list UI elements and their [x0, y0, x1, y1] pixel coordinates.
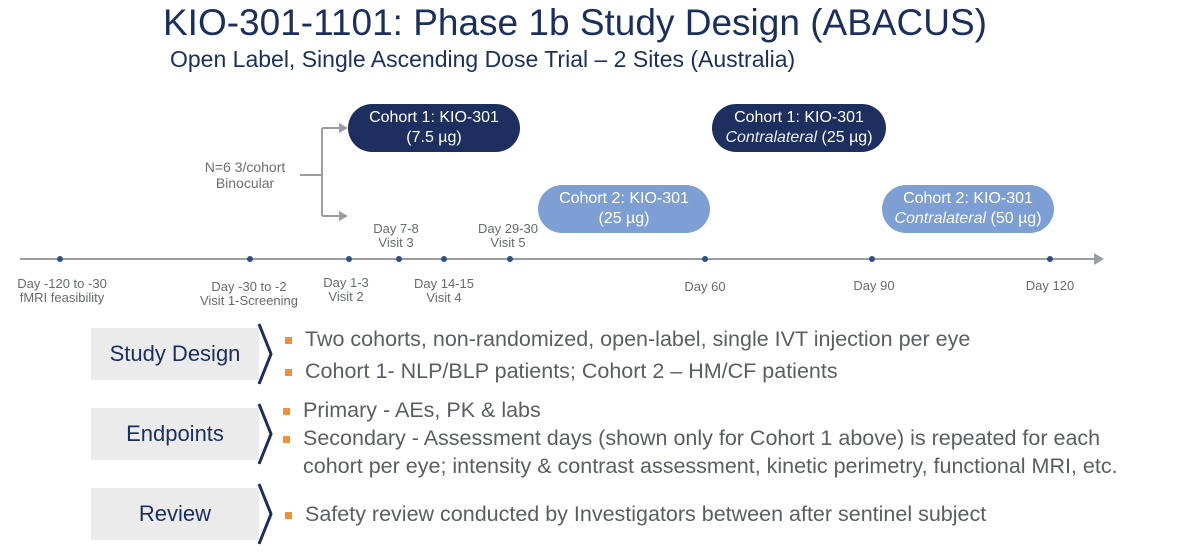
timeline-dot — [346, 256, 352, 262]
timeline-dot — [1047, 256, 1053, 262]
bullet-item: Primary - AEs, PK & labs — [283, 397, 1118, 424]
study-design-bullets: Two cohorts, non-randomized, open-label,… — [285, 326, 970, 385]
label-line-1: Day -120 to -30 — [17, 276, 107, 291]
cohort-2-contralateral-pill: Cohort 2: KIO-301 Contralateral (50 µg) — [882, 185, 1054, 233]
cohort-1-pill: Cohort 1: KIO-301 (7.5 µg) — [348, 104, 520, 152]
bullet-text: Cohort 1- NLP/BLP patients; Cohort 2 – H… — [305, 359, 838, 383]
bracket-arrowhead-bottom — [339, 211, 348, 221]
timeline-label-day-120: Day 120 — [1025, 278, 1075, 293]
bullet-continuation: cohort per eye; intensity & contrast ass… — [283, 453, 1118, 480]
label-line-1: Day 7-8 — [373, 221, 419, 236]
label-line-2: Visit 5 — [490, 235, 526, 250]
timeline-dot — [247, 256, 253, 262]
bullet-text: Secondary - Assessment days (shown only … — [303, 426, 1101, 450]
bracket-arrowhead-top — [339, 123, 348, 133]
timeline-label-visit-5: Day 29-30 Visit 5 — [478, 222, 538, 250]
square-bullet-icon — [283, 408, 290, 415]
study-design-label: Study Design — [91, 328, 259, 380]
bullet-item: Cohort 1- NLP/BLP patients; Cohort 2 – H… — [285, 358, 970, 385]
timeline-label-visit-3: Day 7-8 Visit 3 — [373, 222, 419, 250]
chevron-right-icon — [257, 483, 273, 545]
timeline-label-visit-2: Day 1-3 Visit 2 — [323, 276, 369, 304]
review-label: Review — [91, 488, 259, 540]
label-line-1: Day 14-15 — [414, 276, 474, 291]
dose-value: (50 µg) — [986, 210, 1042, 227]
timeline-label-day-minus-120: Day -120 to -30 fMRI feasibility — [17, 277, 107, 305]
square-bullet-icon — [283, 436, 290, 443]
cohort-1-contralateral-name: Cohort 1: KIO-301 — [734, 109, 864, 126]
cohort-2-contralateral-dose: Contralateral (50 µg) — [882, 209, 1054, 229]
bullet-text: Safety review conducted by Investigators… — [305, 502, 987, 526]
label-line-1: Day 29-30 — [478, 221, 538, 236]
label-line-1: Day -30 to -2 — [211, 279, 287, 294]
timeline-arrowhead — [1094, 253, 1104, 265]
enrollment-label: N=6 3/cohort Binocular — [190, 159, 300, 191]
square-bullet-icon — [285, 337, 292, 344]
timeline-label-screening: Day -30 to -2 Visit 1-Screening — [200, 280, 298, 308]
page-title: KIO-301-1101: Phase 1b Study Design (ABA… — [162, 2, 987, 43]
timeline-dots — [57, 256, 1053, 262]
timeline-dot — [57, 256, 63, 262]
cohort-1-name: Cohort 1: KIO-301 — [369, 109, 499, 126]
timeline-dot — [869, 256, 875, 262]
endpoints-bullets: Primary - AEs, PK & labs Secondary - Ass… — [283, 397, 1118, 480]
cohort-1-contralateral-pill: Cohort 1: KIO-301 Contralateral (25 µg) — [712, 104, 886, 152]
square-bullet-icon — [285, 512, 292, 519]
cohort-1-contralateral-dose: Contralateral (25 µg) — [712, 128, 886, 148]
cohort-2-dose: (25 µg) — [598, 210, 650, 227]
label-line-2: Visit 3 — [378, 235, 414, 250]
bullet-item: Safety review conducted by Investigators… — [285, 501, 986, 528]
chevron-right-icon — [257, 323, 273, 385]
endpoints-label: Endpoints — [91, 408, 259, 460]
timeline-dot — [441, 256, 447, 262]
contralateral-label: Contralateral — [725, 129, 818, 146]
cohort-2-pill: Cohort 2: KIO-301 (25 µg) — [538, 185, 710, 233]
square-bullet-icon — [285, 369, 292, 376]
label-line-2: Visit 4 — [426, 290, 462, 305]
bullet-item: Secondary - Assessment days (shown only … — [283, 425, 1118, 452]
timeline-label-day-90: Day 90 — [853, 278, 895, 293]
bullet-text: cohort per eye; intensity & contrast ass… — [303, 454, 1118, 478]
bullet-text: Primary - AEs, PK & labs — [303, 398, 541, 422]
timeline-dot — [507, 256, 513, 262]
label-line-2: Visit 2 — [328, 289, 364, 304]
cohort-bracket — [300, 127, 340, 217]
timeline-label-day-60: Day 60 — [684, 279, 726, 294]
cohort-2-contralateral-name: Cohort 2: KIO-301 — [903, 190, 1033, 207]
timeline-label-visit-4: Day 14-15 Visit 4 — [414, 277, 474, 305]
timeline-dot — [702, 256, 708, 262]
enrollment-count: N=6 3/cohort — [204, 159, 286, 175]
label-line-1: Day 1-3 — [323, 275, 369, 290]
enrollment-type: Binocular — [215, 175, 275, 191]
label-line-2: Visit 1-Screening — [199, 293, 299, 308]
review-bullets: Safety review conducted by Investigators… — [285, 501, 986, 528]
cohort-1-dose: (7.5 µg) — [406, 129, 462, 146]
page-subtitle: Open Label, Single Ascending Dose Trial … — [170, 46, 796, 72]
timeline-dot — [396, 256, 402, 262]
contralateral-label: Contralateral — [894, 210, 987, 227]
chevron-right-icon — [257, 403, 273, 465]
cohort-2-name: Cohort 2: KIO-301 — [559, 190, 689, 207]
timeline-diagram — [20, 123, 1104, 265]
dose-value: (25 µg) — [817, 129, 873, 146]
label-line-2: fMRI feasibility — [19, 290, 105, 305]
bullet-item: Two cohorts, non-randomized, open-label,… — [285, 326, 970, 353]
bullet-text: Two cohorts, non-randomized, open-label,… — [305, 327, 971, 351]
